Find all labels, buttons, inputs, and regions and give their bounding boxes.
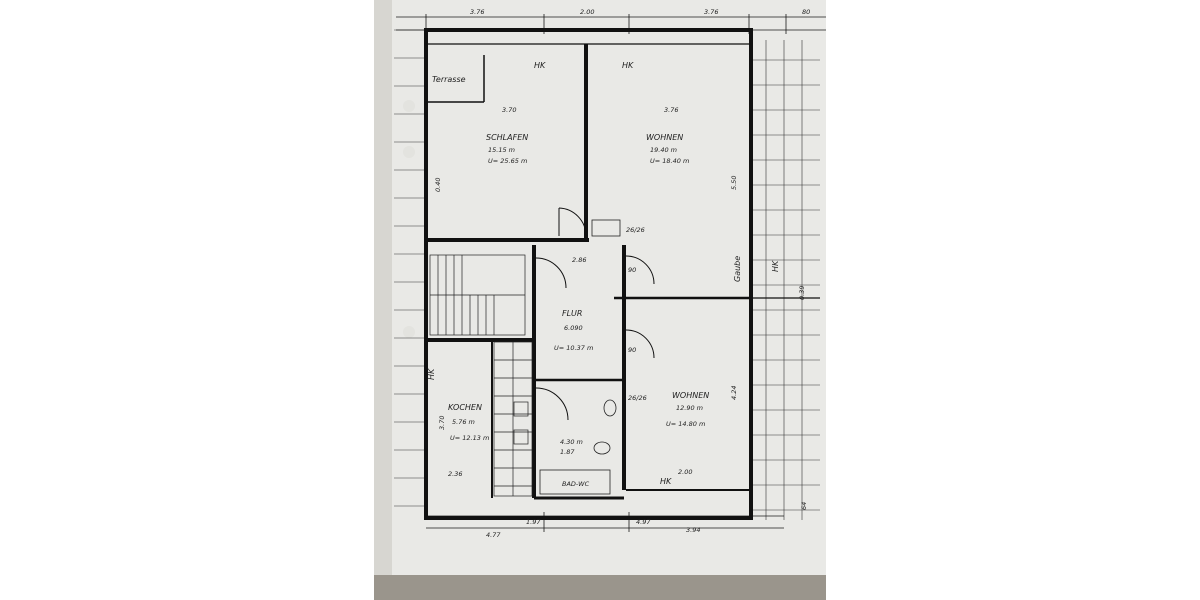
dim-90b: 90 <box>628 346 636 354</box>
top-dim-4: 80 <box>802 8 810 16</box>
dimension-lines <box>396 14 826 532</box>
room-name-wohnen-oben: WOHNEN <box>646 133 683 142</box>
room-label-terrasse: Terrasse <box>432 75 466 84</box>
door-swings <box>535 207 655 421</box>
dim-039: 0.39 <box>798 286 806 300</box>
dim-550: 5.50 <box>730 176 738 190</box>
bathroom-fixtures <box>539 219 621 495</box>
top-dim-3: 3.76 <box>704 8 718 16</box>
dim-90a: 90 <box>628 266 636 274</box>
bottom-dim-2: 1.97 <box>526 518 541 526</box>
room-area-kochen: 5.76 m <box>452 418 475 426</box>
dim-040: 0.40 <box>434 178 442 192</box>
note-hk-right: HK <box>771 260 780 272</box>
room-area-schlafen: 15.15 m <box>488 146 515 154</box>
note-hk-top-left: HK <box>534 61 546 70</box>
photo-backdrop: 3.76 2.00 3.76 80 4.77 1.97 4.97 3.94 Te… <box>374 0 826 600</box>
dim-286: 2.86 <box>572 256 586 264</box>
dim-200: 2.00 <box>678 468 692 476</box>
table-surface <box>374 575 826 600</box>
room-sub-kochen: U= 12.13 m <box>450 434 489 442</box>
note-hk-bottom: HK <box>660 477 672 486</box>
staircase <box>429 254 526 336</box>
note-hk-left: HK <box>427 368 436 380</box>
dim-424: 4.24 <box>730 386 738 400</box>
top-dim-1: 3.76 <box>470 8 484 16</box>
room-sub-wohnen-oben: U= 18.40 m <box>650 157 689 165</box>
floor-plan-drawing: 3.76 2.00 3.76 80 4.77 1.97 4.97 3.94 Te… <box>394 8 826 539</box>
dim-2626b: 26/26 <box>628 394 647 402</box>
note-gaube: Gaube <box>733 256 742 282</box>
dim-64: 64 <box>800 502 808 510</box>
room-sub-flur: U= 10.37 m <box>554 344 593 352</box>
bottom-dim-4: 3.94 <box>686 526 700 534</box>
room-sub-schlafen: U= 25.65 m <box>488 157 527 165</box>
room-area-flur: 6.090 <box>564 324 583 332</box>
room-sub-wohnen-unten: U= 14.80 m <box>666 420 705 428</box>
room-sub-bad: 1.87 <box>560 448 575 456</box>
bottom-dim-1: 4.77 <box>486 531 501 539</box>
dim-2626a: 26/26 <box>626 226 645 234</box>
room-name-wohnen-unten: WOHNEN <box>672 391 709 400</box>
top-dim-2: 2.00 <box>580 8 594 16</box>
room-name-schlafen: SCHLAFEN <box>486 133 528 142</box>
bottom-dim-3: 4.97 <box>636 518 651 526</box>
walls <box>424 28 753 520</box>
note-hk-top-right: HK <box>622 61 634 70</box>
room-name-bad: BAD-WC <box>562 480 590 488</box>
binder-holes <box>403 100 415 338</box>
room-area-wohnen-unten: 12.90 m <box>676 404 703 412</box>
dim-370-right: 3.76 <box>664 106 678 114</box>
room-name-flur: FLUR <box>562 309 582 318</box>
dim-236: 2.36 <box>448 470 462 478</box>
hatch-right <box>752 40 820 520</box>
room-name-kochen: KOCHEN <box>448 403 482 412</box>
room-area-wohnen-oben: 19.40 m <box>650 146 677 154</box>
room-area-bad: 4.30 m <box>560 438 583 446</box>
kitchen-tiles <box>493 341 533 497</box>
dim-370-left: 3.70 <box>502 106 516 114</box>
dim-370-kitchen: 3.70 <box>438 416 446 430</box>
paper-binding-edge <box>374 0 392 575</box>
